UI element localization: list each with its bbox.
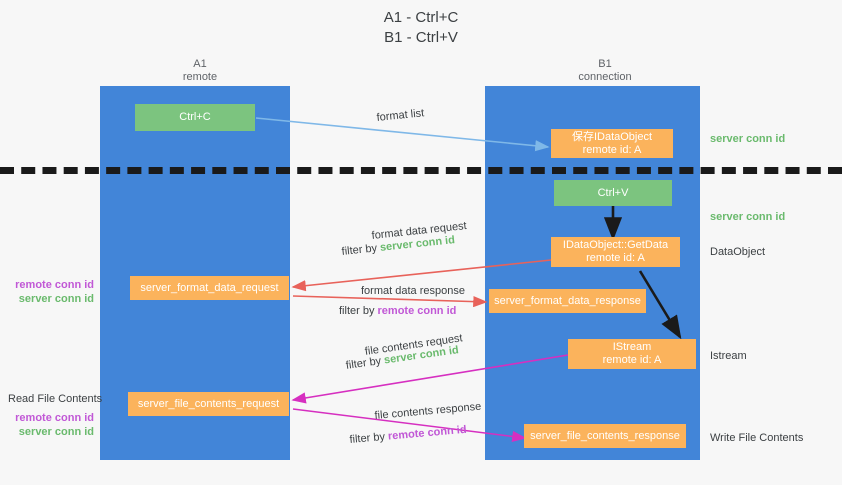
label-read-file-contents: Read File Contents — [8, 393, 103, 405]
edge-filter-target-4: remote conn id — [387, 423, 468, 443]
left-server-conn-id-2: server conn id — [18, 426, 94, 438]
node-save-idataobject-sub: remote id: A — [582, 143, 642, 156]
node-server-file-contents-response-label: server_file_contents_response — [530, 429, 680, 442]
title-line-1: A1 - Ctrl+C — [383, 9, 459, 26]
left-remote-conn-id-1: remote conn id — [15, 279, 94, 291]
node-server-format-data-response-label: server_format_data_response — [494, 294, 641, 307]
node-idataobject-getdata-label: IDataObject::GetData — [562, 239, 669, 251]
node-istream-sub: remote id: A — [602, 354, 662, 366]
edge-filter-file-contents-response: filter by remote conn id — [349, 423, 467, 447]
node-istream-label: IStream — [612, 341, 652, 353]
edge-filter-format-data-response: filter by remote conn id — [339, 304, 456, 318]
column-b1-sub: connection — [578, 71, 632, 83]
label-istream: Istream — [710, 350, 747, 362]
edge-filter-prefix-2: filter by — [339, 305, 378, 317]
column-a1-sub: remote — [182, 71, 218, 83]
label-write-file-contents: Write File Contents — [710, 432, 804, 444]
title-line-2: B1 - Ctrl+V — [384, 29, 458, 46]
node-server-format-data-request-label: server_format_data_request — [140, 281, 279, 294]
phase-divider — [0, 167, 842, 174]
left-conn-stack-format: remote conn id server conn id — [0, 278, 94, 306]
node-ctrl-c-label: Ctrl+C — [179, 111, 211, 123]
diagram-title: A1 - Ctrl+C B1 - Ctrl+V — [0, 8, 842, 48]
node-idataobject-getdata-sub: remote id: A — [586, 252, 645, 264]
edge-filter-target-2: remote conn id — [377, 305, 457, 317]
column-header-b1: B1 connection — [545, 58, 665, 84]
node-server-format-data-response[interactable]: server_format_data_response — [489, 289, 646, 313]
node-ctrl-v-label: Ctrl+V — [597, 186, 629, 199]
node-server-file-contents-response[interactable]: server_file_contents_response — [524, 424, 686, 448]
column-header-a1: A1 remote — [140, 58, 260, 84]
label-dataobject: DataObject — [710, 246, 766, 258]
node-istream[interactable]: IStream remote id: A — [568, 339, 696, 369]
edge-label-file-contents-response: file contents response — [374, 400, 482, 422]
node-server-file-contents-request[interactable]: server_file_contents_request — [128, 392, 289, 416]
node-save-idataobject-label: 保存IDataObject — [571, 130, 653, 143]
edge-filter-prefix-4: filter by — [349, 430, 389, 446]
edge-filter-prefix-3: filter by — [345, 354, 385, 372]
label-server-conn-id-1: server conn id — [710, 133, 786, 145]
node-ctrl-v[interactable]: Ctrl+V — [554, 180, 672, 206]
node-server-file-contents-request-label: server_file_contents_request — [137, 397, 280, 410]
left-server-conn-id-1: server conn id — [18, 293, 94, 305]
edge-label-format-data-response: format data response — [361, 285, 465, 297]
column-b1-name: B1 — [598, 58, 612, 70]
node-save-idataobject[interactable]: 保存IDataObject remote id: A — [551, 129, 673, 158]
left-remote-conn-id-2: remote conn id — [15, 412, 94, 424]
column-a1-name: A1 — [193, 58, 207, 70]
edge-label-format-list: format list — [376, 107, 425, 124]
node-server-format-data-request[interactable]: server_format_data_request — [130, 276, 289, 300]
node-ctrl-c[interactable]: Ctrl+C — [135, 104, 255, 131]
label-server-conn-id-2: server conn id — [710, 211, 786, 223]
node-idataobject-getdata[interactable]: IDataObject::GetData remote id: A — [551, 237, 680, 267]
edge-filter-prefix-1: filter by — [341, 241, 381, 258]
left-conn-stack-file: remote conn id server conn id — [0, 411, 94, 439]
